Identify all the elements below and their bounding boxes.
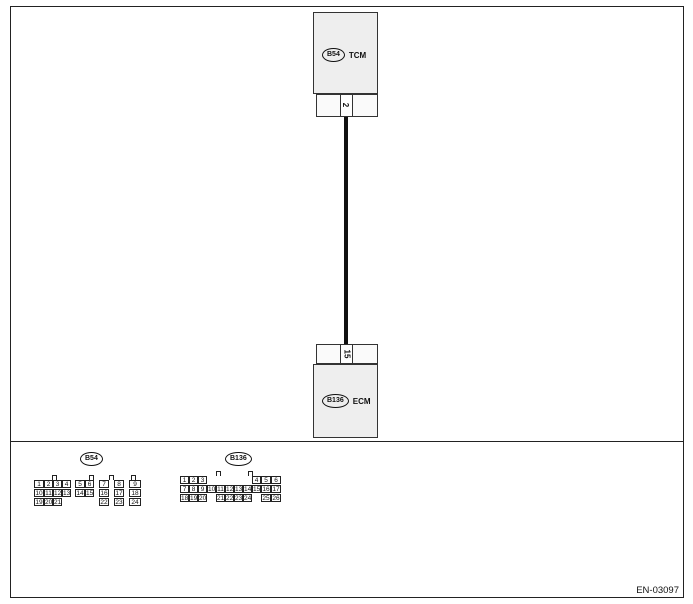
b54-key-tab <box>131 475 136 480</box>
b54-pin-15: 15 <box>85 489 94 497</box>
b54-pin-21: 21 <box>53 498 62 506</box>
b54-pin-14: 14 <box>75 489 85 497</box>
b136-pin-6: 6 <box>271 476 281 484</box>
b54-pin-12: 12 <box>53 489 62 497</box>
ecm-name: ECM <box>352 396 371 406</box>
b136-key-tab <box>216 471 221 476</box>
b54-pin-19: 19 <box>34 498 44 506</box>
b136-pin-16: 16 <box>261 485 271 493</box>
b54-pin-1: 1 <box>34 480 44 488</box>
tcm-pin-strip: 2 <box>316 94 378 117</box>
b136-pin-7: 7 <box>180 485 189 493</box>
b136-pin-26: 26 <box>271 494 281 502</box>
b136-pin-13: 13 <box>234 485 243 493</box>
b54-key-tab <box>52 475 57 480</box>
b136-pin-24: 24 <box>243 494 252 502</box>
b136-pin-23: 23 <box>234 494 243 502</box>
b136-pin-8: 8 <box>189 485 198 493</box>
b136-pin-14: 14 <box>243 485 252 493</box>
tcm-pin-number: 2 <box>341 102 351 108</box>
b54-pin-10: 10 <box>34 489 44 497</box>
b54-key-tab <box>89 475 94 480</box>
b136-pin-4: 4 <box>252 476 261 484</box>
tcm-pin-cell: 2 <box>340 95 353 116</box>
tcm-connector-id: B54 <box>322 48 345 62</box>
b136-pin-20: 20 <box>198 494 207 502</box>
ecm-label: B136 ECM <box>322 394 371 408</box>
b54-pin-17: 17 <box>114 489 124 497</box>
b136-pin-9: 9 <box>198 485 207 493</box>
b136-pin-15: 15 <box>252 485 261 493</box>
b136-pin-3: 3 <box>198 476 207 484</box>
b136-key-tab <box>248 471 253 476</box>
b54-pin-3: 3 <box>53 480 62 488</box>
ecm-connector-id: B136 <box>322 394 349 408</box>
b54-pin-18: 18 <box>129 489 141 497</box>
b54-pin-22: 22 <box>99 498 109 506</box>
tcm-label: B54 TCM <box>322 48 366 62</box>
b136-pin-12: 12 <box>225 485 234 493</box>
b136-pin-5: 5 <box>261 476 271 484</box>
b54-pin-2: 2 <box>44 480 53 488</box>
tcm-name: TCM <box>348 50 367 60</box>
b54-connector-label: B54 <box>80 452 103 466</box>
section-divider <box>10 441 684 442</box>
b54-pin-23: 23 <box>114 498 124 506</box>
b136-connector-label: B136 <box>225 452 252 466</box>
figure-code: EN-03097 <box>636 585 679 596</box>
b54-key-tab <box>109 475 114 480</box>
b54-pin-6: 6 <box>85 480 94 488</box>
b54-pin-7: 7 <box>99 480 109 488</box>
b54-pin-4: 4 <box>62 480 71 488</box>
b136-pin-17: 17 <box>271 485 281 493</box>
b54-pin-11: 11 <box>44 489 53 497</box>
b54-pin-5: 5 <box>75 480 85 488</box>
b136-pin-19: 19 <box>189 494 198 502</box>
b54-pin-8: 8 <box>114 480 124 488</box>
ecm-pin-strip: 15 <box>316 344 378 364</box>
b136-pin-18: 18 <box>180 494 189 502</box>
b136-pin-10: 10 <box>207 485 216 493</box>
ecm-pin-number: 15 <box>342 349 352 359</box>
b136-pin-1: 1 <box>180 476 189 484</box>
b136-pin-2: 2 <box>189 476 198 484</box>
b54-pin-20: 20 <box>44 498 53 506</box>
b54-pin-9: 9 <box>129 480 141 488</box>
harness-wire <box>344 117 348 344</box>
b54-pin-13: 13 <box>62 489 71 497</box>
diagram-frame <box>10 6 684 598</box>
b136-pin-22: 22 <box>225 494 234 502</box>
b54-pin-16: 16 <box>99 489 109 497</box>
b54-pin-24: 24 <box>129 498 141 506</box>
ecm-pin-cell: 15 <box>340 345 353 363</box>
b136-pin-25: 25 <box>261 494 271 502</box>
b136-pin-11: 11 <box>216 485 225 493</box>
b136-pin-21: 21 <box>216 494 225 502</box>
